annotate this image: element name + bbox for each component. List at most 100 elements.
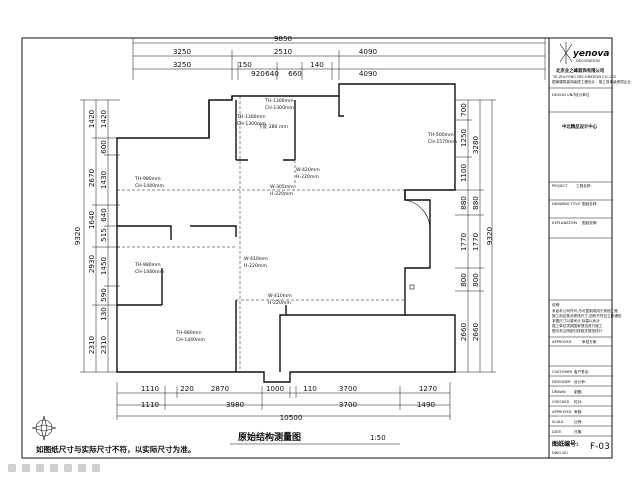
right-row1-dim-1: 700 <box>459 103 468 117</box>
room-label-r9-2: H-220mm <box>244 263 267 269</box>
top-row2-dim-5: 660 <box>288 69 302 78</box>
left-row2-dim-4: 2930 <box>87 254 96 273</box>
room-label-r9-1: W-410mm <box>244 256 268 262</box>
approval-label: APPROVED <box>552 340 572 344</box>
brand-logo: yenova <box>573 49 610 59</box>
row-designer-zh: 设计师: <box>574 379 586 384</box>
right-row1-dim-4: 880 <box>459 196 468 210</box>
date-label: DESIGN UNIT <box>552 93 576 97</box>
sheet-border <box>21 37 613 459</box>
row-scale-en: SCALE <box>552 420 564 424</box>
left-row2-dim-5: 2310 <box>87 335 96 354</box>
dwg-label: DWG NO <box>552 451 568 455</box>
eraser-tool-icon[interactable] <box>78 464 86 472</box>
viewer-toolbar[interactable] <box>8 464 100 472</box>
top-row2-dim-3: 920 <box>251 69 265 78</box>
left-row1-dim-6: 1450 <box>99 256 108 275</box>
top-total-dim: 9850 <box>274 34 293 43</box>
top-row1-dim-1: 3250 <box>173 47 192 56</box>
door-swing <box>404 199 431 231</box>
interior-wall-2 <box>117 225 237 240</box>
design-center: 中北精品设计中心 <box>562 123 598 130</box>
top-dimensions <box>132 38 546 80</box>
left-total-dim: 9320 <box>73 226 82 245</box>
top-row1-dim-3: 4090 <box>359 47 378 56</box>
note-line-4: 施工单位须按国家规范进行施工 <box>552 323 603 328</box>
interior-wall-3 <box>117 268 163 306</box>
company-en: YE-ZHI-FENG DECORATION CO.,LTD <box>553 75 616 79</box>
interior-wall-4 <box>235 100 296 161</box>
top-row2-dim-4: 640 <box>265 69 279 78</box>
room-label-r6-1: W-420mm <box>296 167 320 173</box>
hidden-lines <box>117 96 405 372</box>
room-label-r11-1: TH-980mm <box>175 330 202 336</box>
right-row1-dim-7: 2660 <box>459 322 468 341</box>
note-line-3: 本图尺寸以毫米计,标高以米计 <box>552 318 600 323</box>
room-label-r1-2: CH-1300mm <box>265 105 294 111</box>
north-arrow-icon <box>31 415 57 441</box>
right-row2-dim-3: 1770 <box>471 232 480 251</box>
bottom-row1-dim-7: 1270 <box>419 384 438 393</box>
bottom-row1-dim-6: 3700 <box>339 384 358 393</box>
right-row1-dim-6: 800 <box>459 273 468 287</box>
row-customer-en: CUSTOMER <box>552 370 573 374</box>
unit-label: 设计单位: <box>575 92 591 97</box>
bottom-row1-dim-1: 1110 <box>141 384 160 393</box>
row-designer-en: DESIGNER <box>552 380 571 384</box>
brush-tool-icon[interactable] <box>64 464 72 472</box>
note-line-2: 施工前应核对现场尺寸,如有不符应立即通知 <box>552 313 622 318</box>
company-desc: 国家建筑装饰装修工程设计、施工双甲级资质企业 <box>552 79 631 84</box>
left-row1-dim-3: 1430 <box>99 170 108 189</box>
undo-tool-icon[interactable] <box>92 464 100 472</box>
top-row2-dim-1: 3250 <box>173 60 192 69</box>
title-block-rules <box>549 87 612 437</box>
row-drawn-en: DRAWN <box>552 390 566 394</box>
interior-wall-6 <box>235 300 405 372</box>
interior-wall-5 <box>338 96 406 200</box>
drawing-note: 如图纸尺寸与实际尺寸不符，以实际尺寸为准。 <box>36 444 195 454</box>
row-approved-zh: 审核: <box>574 409 582 414</box>
row-date-zh: 日期: <box>574 429 582 434</box>
left-row2-dim-3: 1640 <box>87 210 96 229</box>
project-value: 工程名称: <box>576 183 592 188</box>
room-label-r6-2: H-220mm <box>296 174 319 180</box>
left-row1-dim-2: 600 <box>99 140 108 154</box>
project-label: PROJECT <box>552 184 568 188</box>
explanation-value: 图纸说明: <box>582 220 598 225</box>
note-line-1: 未经本公司许可,不可复制或用于其他工程 <box>552 308 618 313</box>
right-row2-dim-2: 880 <box>471 196 480 210</box>
floor-plan <box>116 83 456 383</box>
sheet-number: F-03 <box>590 442 610 452</box>
row-scale-zh: 比例: <box>574 419 582 424</box>
bottom-dimensions <box>116 382 451 420</box>
right-row2-dim-5: 2660 <box>471 322 480 341</box>
right-row2-dim-4: 800 <box>471 273 480 287</box>
left-row1-dim-5: 515 <box>99 228 108 242</box>
pen-tool-icon[interactable] <box>8 464 16 472</box>
marker-tool-icon[interactable] <box>50 464 58 472</box>
brand-sub: DECORATION <box>576 59 600 63</box>
room-label-r4-1: TH-500mm <box>427 132 454 138</box>
right-row1-dim-2: 1250 <box>459 128 468 147</box>
drawing-title-value: 图纸名称: <box>582 201 598 206</box>
bottom-total-dim: 10500 <box>280 413 303 422</box>
left-row1-dim-9: 2310 <box>99 335 108 354</box>
right-row2-dim-1: 3280 <box>471 135 480 154</box>
bottom-row2-dim-3: 3700 <box>339 400 358 409</box>
pencil-tool-icon[interactable] <box>36 464 44 472</box>
bottom-row1-dim-3: 2870 <box>211 384 230 393</box>
bottom-row1-dim-5: 110 <box>303 384 317 393</box>
highlighter-tool-icon[interactable] <box>22 464 30 472</box>
room-label-r7-1: W-305mm <box>270 184 294 190</box>
room-label-r3-1: 下反 380 mm <box>258 123 288 130</box>
bottom-row2-dim-4: 1490 <box>417 400 436 409</box>
interior-wall-1 <box>208 96 233 138</box>
bottom-row1-dim-4: 1000 <box>266 384 285 393</box>
room-label-r2-2: CH-1300mm <box>237 121 266 127</box>
room-label-r11-2: CH-1440mm <box>176 337 205 343</box>
drawing-no-label: 图纸编号: <box>552 440 578 448</box>
row-customer-zh: 客户签名: <box>574 369 590 374</box>
compass-logo-icon <box>559 42 573 64</box>
left-dimensions <box>80 99 120 373</box>
